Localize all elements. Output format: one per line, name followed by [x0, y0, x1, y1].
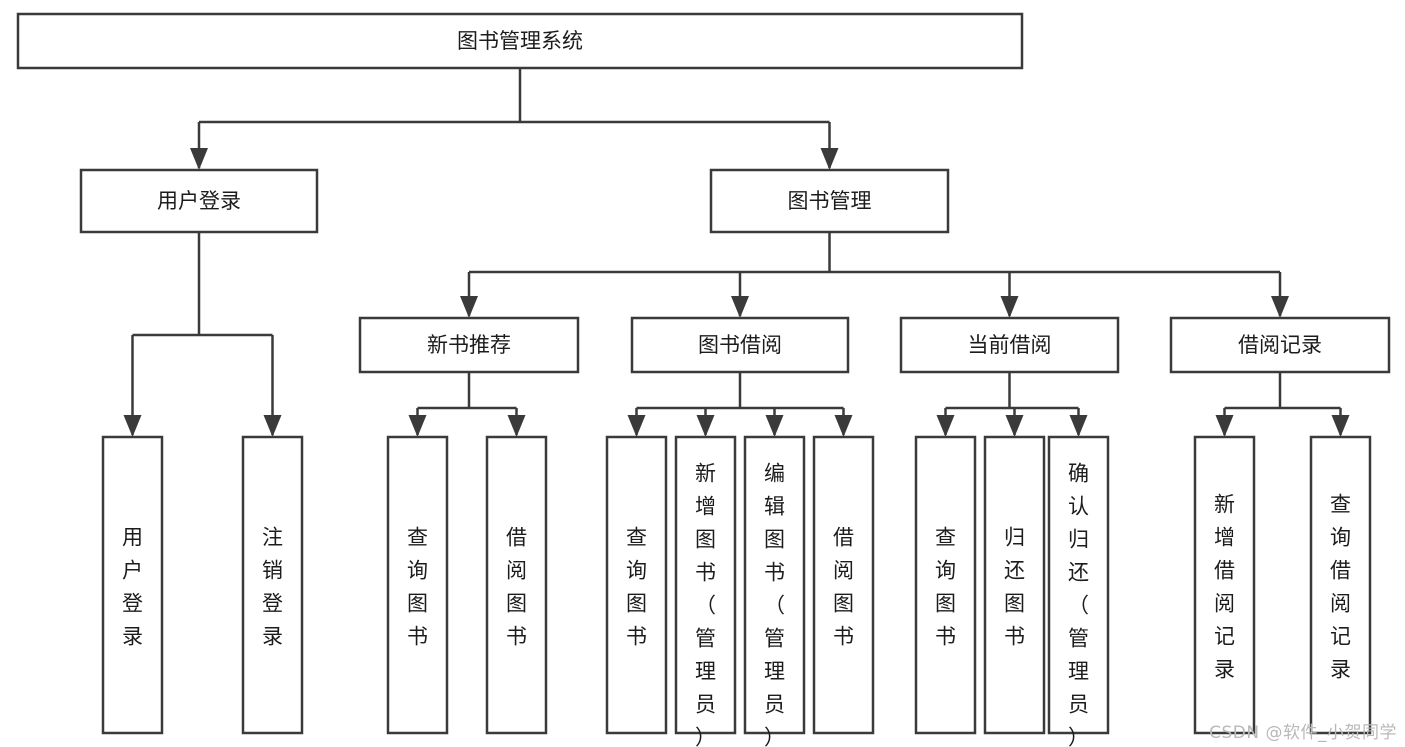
- arrow-head-icon: [1005, 415, 1024, 437]
- node-user-login[interactable]: 用户登录: [79, 168, 319, 234]
- node-leaf-add-record[interactable]: 新增借阅记录: [1193, 435, 1256, 735]
- node-leaf-return-book-rect: [983, 435, 1046, 735]
- arrow-head-icon: [408, 415, 427, 437]
- arrow-head-icon: [627, 415, 646, 437]
- node-leaf-edit-book[interactable]: 编辑图书（管理员）: [743, 435, 806, 747]
- connectors-layer: [123, 68, 1350, 437]
- node-new-book-recommend[interactable]: 新书推荐: [358, 316, 580, 374]
- node-leaf-add-book[interactable]: 新增图书（管理员）: [674, 435, 737, 747]
- arrow-head-icon: [765, 415, 784, 437]
- node-book-management[interactable]: 图书管理: [709, 168, 950, 234]
- node-current-borrow-rect: [899, 316, 1120, 374]
- node-leaf-add-record-rect: [1193, 435, 1256, 735]
- node-current-borrow-label: 当前借阅: [968, 333, 1052, 357]
- node-new-book-recommend-rect: [358, 316, 580, 374]
- node-leaf-confirm-return-rect: [1047, 435, 1110, 735]
- node-root-label: 图书管理系统: [457, 29, 583, 53]
- arrow-head-icon: [1271, 296, 1289, 318]
- node-root[interactable]: 图书管理系统: [16, 12, 1024, 70]
- node-leaf-query-record-rect: [1309, 435, 1372, 735]
- arrow-head-icon: [1215, 415, 1234, 437]
- node-book-management-rect: [709, 168, 950, 234]
- node-leaf-query-book-2[interactable]: 查询图书: [605, 435, 668, 735]
- node-user-login-label: 用户登录: [157, 189, 241, 213]
- node-leaf-confirm-return[interactable]: 确认归还（管理员）: [1047, 435, 1110, 747]
- node-leaf-borrow-book-1-label: 借阅图书: [506, 526, 527, 649]
- node-leaf-edit-book-rect: [743, 435, 806, 735]
- node-book-borrow[interactable]: 图书借阅: [630, 316, 850, 374]
- node-leaf-borrow-book-1-rect: [485, 435, 548, 735]
- node-leaf-confirm-return-label: 确认归还（管理员）: [1068, 462, 1089, 747]
- node-book-borrow-label: 图书借阅: [698, 333, 782, 357]
- arrow-head-icon: [123, 415, 142, 437]
- node-borrow-records[interactable]: 借阅记录: [1169, 316, 1391, 374]
- arrow-head-icon: [731, 296, 749, 318]
- node-leaf-query-book-3-rect: [914, 435, 977, 735]
- arrow-head-icon: [834, 415, 853, 437]
- node-leaf-user-logout[interactable]: 注销登录: [241, 435, 304, 735]
- node-leaf-query-book-1[interactable]: 查询图书: [386, 435, 449, 735]
- node-leaf-return-book-label: 归还图书: [1004, 526, 1025, 649]
- arrow-head-icon: [460, 296, 478, 318]
- node-leaf-query-record[interactable]: 查询借阅记录: [1309, 435, 1372, 735]
- node-leaf-borrow-book-1[interactable]: 借阅图书: [485, 435, 548, 735]
- node-leaf-edit-book-label: 编辑图书（管理员）: [764, 462, 785, 747]
- node-leaf-borrow-book-2[interactable]: 借阅图书: [812, 435, 875, 735]
- arrow-head-icon: [820, 148, 839, 170]
- node-user-login-rect: [79, 168, 319, 234]
- node-leaf-query-book-3-label: 查询图书: [935, 526, 956, 649]
- arrow-head-icon: [936, 415, 955, 437]
- node-leaf-query-book-3[interactable]: 查询图书: [914, 435, 977, 735]
- node-leaf-user-login-rect: [101, 435, 164, 735]
- node-leaf-user-login-label: 用户登录: [122, 526, 143, 649]
- node-book-management-label: 图书管理: [788, 189, 872, 213]
- node-borrow-records-label: 借阅记录: [1238, 333, 1322, 357]
- node-book-borrow-rect: [630, 316, 850, 374]
- nodes-layer: 图书管理系统用户登录图书管理新书推荐图书借阅当前借阅借阅记录用户登录注销登录查询…: [16, 12, 1391, 747]
- node-leaf-user-logout-label: 注销登录: [262, 526, 283, 649]
- node-leaf-user-login[interactable]: 用户登录: [101, 435, 164, 735]
- node-leaf-user-logout-rect: [241, 435, 304, 735]
- arrow-head-icon: [507, 415, 526, 437]
- node-leaf-query-record-label: 查询借阅记录: [1330, 493, 1351, 682]
- node-leaf-query-book-1-label: 查询图书: [407, 526, 428, 649]
- node-leaf-add-book-rect: [674, 435, 737, 735]
- node-leaf-add-book-label: 新增图书（管理员）: [695, 462, 716, 747]
- arrow-head-icon: [1000, 296, 1019, 318]
- node-new-book-recommend-label: 新书推荐: [427, 333, 511, 357]
- node-leaf-borrow-book-2-label: 借阅图书: [833, 526, 854, 649]
- node-borrow-records-rect: [1169, 316, 1391, 374]
- node-root-rect: [16, 12, 1024, 70]
- arrow-head-icon: [1331, 415, 1350, 437]
- arrow-head-icon: [263, 415, 282, 437]
- arrow-head-icon: [696, 415, 715, 437]
- node-current-borrow[interactable]: 当前借阅: [899, 316, 1120, 374]
- node-leaf-query-book-1-rect: [386, 435, 449, 735]
- node-leaf-query-book-2-label: 查询图书: [626, 526, 647, 649]
- node-leaf-query-book-2-rect: [605, 435, 668, 735]
- arrow-head-icon: [190, 148, 208, 170]
- node-leaf-return-book[interactable]: 归还图书: [983, 435, 1046, 735]
- node-leaf-borrow-book-2-rect: [812, 435, 875, 735]
- node-leaf-add-record-label: 新增借阅记录: [1214, 493, 1235, 682]
- arrow-head-icon: [1069, 415, 1088, 437]
